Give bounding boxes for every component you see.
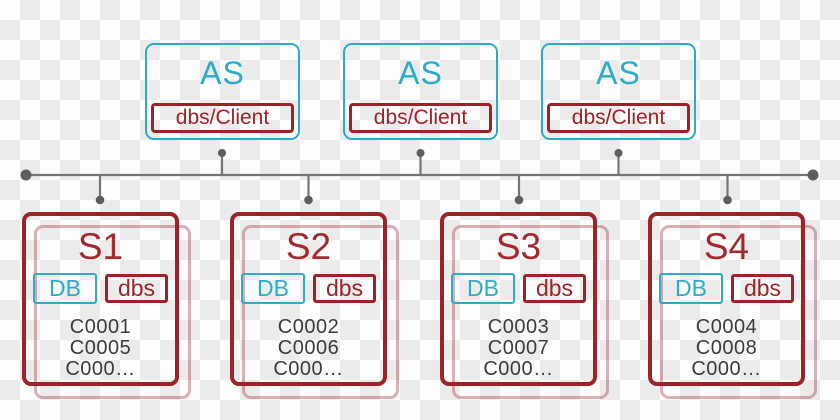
as-client-badge-label: dbs/Client (175, 106, 270, 129)
server-node-s1: S1 DB dbs C0001 C0005 C000… (22, 212, 191, 399)
as-client-badge-label: dbs/Client (373, 106, 468, 129)
server-card: S3 DB dbs C0003 C0007 C000… (440, 212, 597, 386)
server-title: S3 (495, 226, 542, 267)
client-code: C0008 (695, 337, 758, 359)
client-code-list: C0002 C0006 C000… (234, 317, 383, 380)
server-badge-row: DB dbs (33, 273, 168, 304)
dbs-badge: dbs (731, 274, 794, 303)
server-node-s3: S3 DB dbs C0003 C0007 C000… (440, 212, 609, 399)
client-code: C000… (691, 358, 762, 380)
server-node-s4: S4 DB dbs C0004 C0008 C000… (648, 212, 817, 399)
dbs-badge: dbs (313, 274, 376, 303)
as-node-1: AS dbs/Client (145, 43, 300, 140)
server-badge-row: DB dbs (241, 273, 376, 304)
as-client-badge: dbs/Client (547, 103, 690, 133)
client-code: C0002 (277, 316, 340, 338)
client-code: C000… (65, 358, 136, 380)
server-title: S4 (703, 226, 750, 267)
server-title: S1 (77, 226, 124, 267)
client-code-list: C0004 C0008 C000… (652, 317, 801, 380)
server-badge-row: DB dbs (451, 273, 586, 304)
db-badge: DB (33, 273, 97, 304)
server-stack-shadow (34, 225, 191, 399)
client-code: C0006 (277, 337, 340, 359)
client-code: C0004 (695, 316, 758, 338)
client-code: C000… (483, 358, 554, 380)
server-card: S1 DB dbs C0001 C0005 C000… (22, 212, 179, 386)
as-node-title: AS (398, 55, 443, 91)
as-node-2: AS dbs/Client (343, 43, 498, 140)
db-badge: DB (659, 273, 723, 304)
server-card: S2 DB dbs C0002 C0006 C000… (230, 212, 387, 386)
bus-line (26, 153, 813, 200)
as-node-title: AS (596, 55, 641, 91)
client-code: C0003 (487, 316, 550, 338)
as-client-badge: dbs/Client (151, 103, 294, 133)
server-stack-shadow (452, 225, 609, 399)
server-title: S2 (285, 226, 332, 267)
client-code: C000… (273, 358, 344, 380)
as-node-3: AS dbs/Client (541, 43, 696, 140)
as-node-title: AS (200, 55, 245, 91)
server-node-s2: S2 DB dbs C0002 C0006 C000… (230, 212, 399, 399)
client-code: C0007 (487, 337, 550, 359)
connector-dots (20, 149, 819, 205)
dbs-badge: dbs (523, 274, 586, 303)
db-badge: DB (241, 273, 305, 304)
db-badge: DB (451, 273, 515, 304)
dbs-badge: dbs (105, 274, 168, 303)
server-stack-shadow (242, 225, 399, 399)
client-code-list: C0003 C0007 C000… (444, 317, 593, 380)
server-badge-row: DB dbs (659, 273, 794, 304)
client-code: C0005 (69, 337, 132, 359)
as-client-badge: dbs/Client (349, 103, 492, 133)
client-code: C0001 (69, 316, 132, 338)
server-card: S4 DB dbs C0004 C0008 C000… (648, 212, 805, 386)
client-code-list: C0001 C0005 C000… (26, 317, 175, 380)
server-stack-shadow (660, 225, 817, 399)
as-client-badge-label: dbs/Client (571, 106, 666, 129)
